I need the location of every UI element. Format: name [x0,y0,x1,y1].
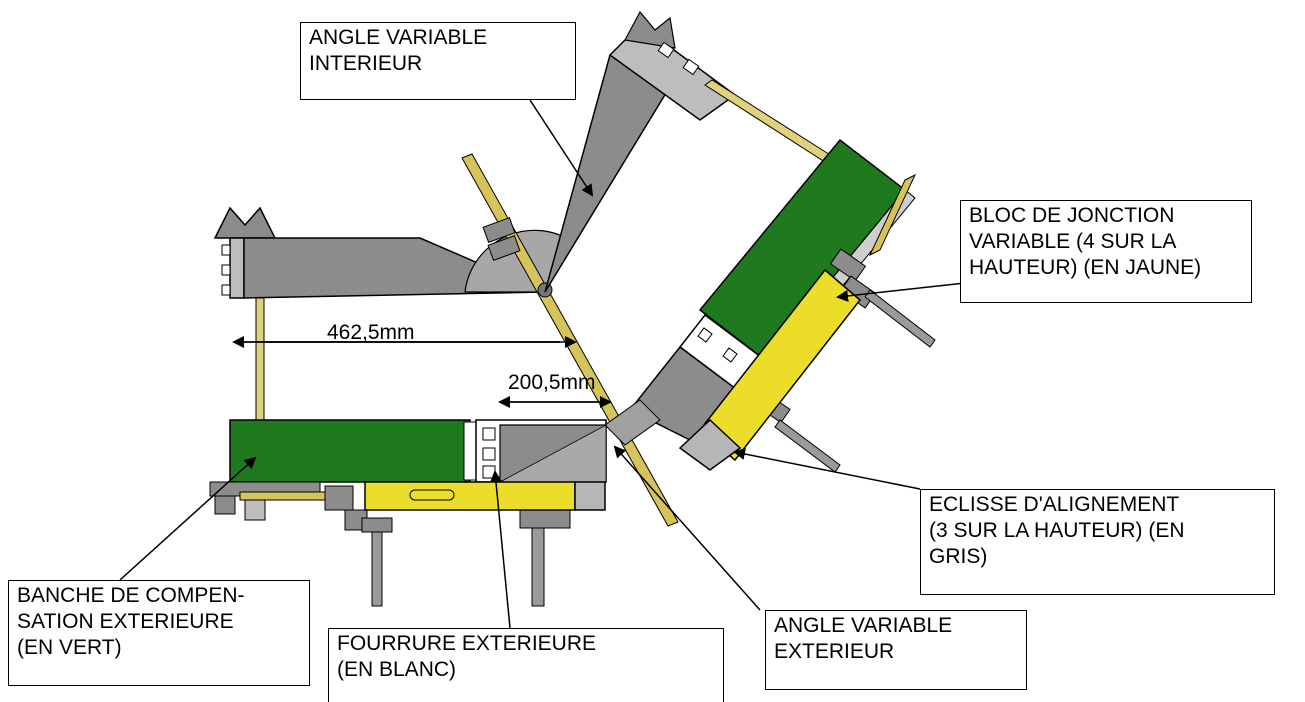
leader-angle-exterior [613,445,761,611]
leader-filler-exterior [489,470,511,629]
callout-angle-interior: ANGLE VARIABLE INTERIEUR [300,22,576,100]
leader-alignment-splice [733,448,921,490]
dimension-outer-width-label: 462,5mm [327,321,415,344]
upper-tie-rod [704,79,836,165]
callout-alignment-splice: ECLISSE D'ALIGNEMENT (3 SUR LA HAUTEUR) … [920,489,1275,595]
right-clamp-rods [757,173,936,473]
bottom-clamp-hardware [209,481,571,607]
leader-angle-interior [529,99,594,197]
dimension-filler-width-label: 200,5mm [508,371,596,394]
right-alignment-splice [678,418,742,471]
bottom-junction-block [364,481,606,511]
callout-filler-exterior: FOURRURE EXTERIEURE (EN BLANC) [328,628,724,702]
callout-compensation-panel: BANCHE DE COMPEN- SATION EXTERIEURE (EN … [8,580,310,686]
bottom-filler [475,419,607,483]
left-tie-rod [255,297,265,421]
callout-angle-exterior: ANGLE VARIABLE EXTERIEUR [765,610,1027,690]
leader-compensation-panel [119,456,257,581]
callout-junction-block: BLOC DE JONCTION VARIABLE (4 SUR LA HAUT… [960,200,1252,303]
bottom-compensation-panel [229,419,477,483]
leader-junction-block [836,282,966,302]
